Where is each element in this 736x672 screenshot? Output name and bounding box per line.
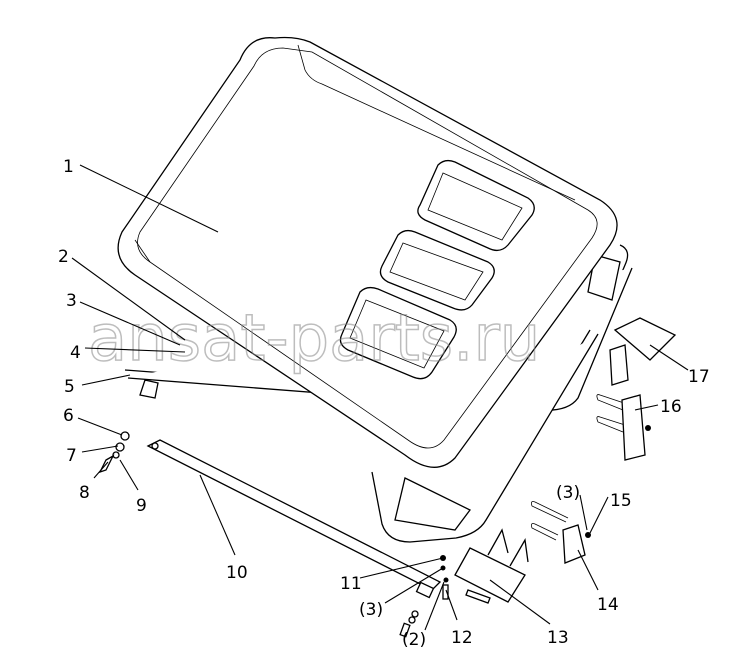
callout-15: 15 xyxy=(610,491,632,511)
bracket-17 xyxy=(609,317,677,386)
callout-9: 9 xyxy=(136,496,147,516)
callout-13: 13 xyxy=(547,628,569,648)
callout-3-ref: (3) xyxy=(359,600,383,620)
brace-rod xyxy=(146,439,442,599)
callout-17: 17 xyxy=(688,367,710,387)
callout-12: 12 xyxy=(451,628,473,648)
callout-11: 11 xyxy=(340,574,362,594)
callout-6: 6 xyxy=(63,406,74,426)
callout-3-ref-2: (3) xyxy=(556,483,580,503)
roof-panel xyxy=(117,36,618,468)
roof-window-3 xyxy=(339,286,457,380)
callout-1: 1 xyxy=(63,157,74,177)
callout-labels: 1 2 3 4 5 6 7 8 9 10 11 (3) (2) 12 13 14… xyxy=(58,157,710,650)
callout-16: 16 xyxy=(660,397,682,417)
roof-window-1 xyxy=(417,159,535,252)
callout-4: 4 xyxy=(70,343,81,363)
callout-2: 2 xyxy=(58,247,69,267)
callout-10: 10 xyxy=(226,563,248,583)
frame-bracket-upper xyxy=(587,254,621,301)
u-bolts-16 xyxy=(596,394,646,461)
u-bolts-14 xyxy=(531,501,586,564)
callout-14: 14 xyxy=(597,595,619,615)
callout-2-ref: (2) xyxy=(402,630,426,650)
roof-window-2 xyxy=(379,229,495,311)
frame-bracket xyxy=(394,477,471,531)
callout-7: 7 xyxy=(66,446,77,466)
callout-5: 5 xyxy=(64,377,75,397)
bracket-13 xyxy=(454,528,529,604)
callout-3: 3 xyxy=(66,291,77,311)
leader-lines xyxy=(71,164,689,631)
callout-8: 8 xyxy=(79,483,90,503)
watermark: ansat-parts.ru xyxy=(88,302,540,376)
